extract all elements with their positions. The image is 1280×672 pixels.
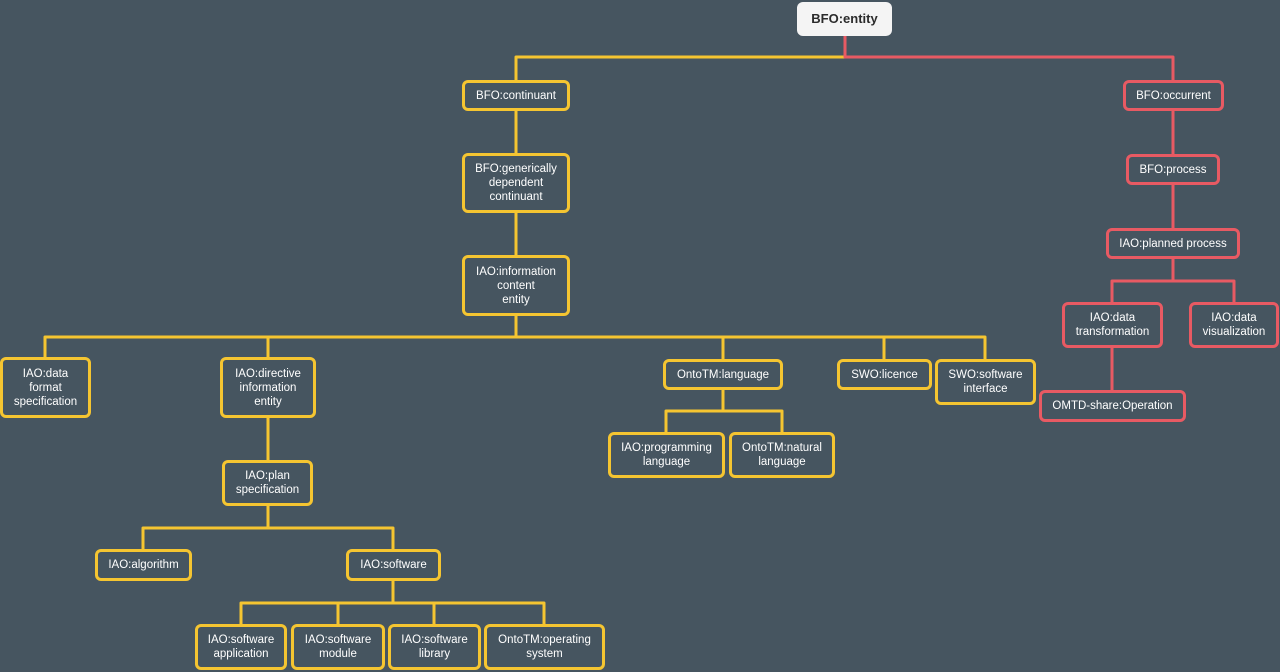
edge-entity-occurrent [843, 36, 1175, 80]
node-bfo-process[interactable]: BFO:process [1126, 154, 1220, 185]
edge-plan-software [268, 526, 395, 549]
edge-planned-visualization [1173, 279, 1236, 302]
node-bfo-entity[interactable]: BFO:entity [797, 2, 892, 36]
node-iao-software-library[interactable]: IAO:software library [388, 624, 481, 670]
node-iao-data-transformation[interactable]: IAO:data transformation [1062, 302, 1163, 348]
node-swo-licence[interactable]: SWO:licence [837, 359, 932, 390]
node-iao-data-visualization[interactable]: IAO:data visualization [1189, 302, 1279, 348]
node-bfo-occurrent[interactable]: BFO:occurrent [1123, 80, 1224, 111]
edge-entity-continuant [514, 36, 847, 80]
edge-software-operating-system [434, 601, 546, 624]
edge-ice-language [516, 335, 725, 359]
node-iao-data-format-specification[interactable]: IAO:data format specification [0, 357, 91, 418]
edge-software-application [239, 581, 395, 624]
node-iao-programming-language[interactable]: IAO:programming language [608, 432, 725, 478]
node-ontotm-natural-language[interactable]: OntoTM:natural language [729, 432, 835, 478]
node-iao-algorithm[interactable]: IAO:algorithm [95, 549, 192, 581]
node-iao-directive-information-entity[interactable]: IAO:directive information entity [220, 357, 316, 418]
node-iao-software-module[interactable]: IAO:software module [291, 624, 385, 670]
edge-ice-software-interface [884, 335, 987, 359]
node-iao-plan-specification[interactable]: IAO:plan specification [222, 460, 313, 506]
node-iao-information-content-entity[interactable]: IAO:information content entity [462, 255, 570, 316]
node-omtd-share-operation[interactable]: OMTD-share:Operation [1039, 390, 1186, 422]
edge-language-natural [723, 409, 784, 432]
node-iao-software[interactable]: IAO:software [346, 549, 441, 581]
node-bfo-continuant[interactable]: BFO:continuant [462, 80, 570, 111]
edge-software-library [393, 601, 436, 624]
edge-software-module [336, 601, 393, 624]
edge-ice-licence [723, 335, 886, 359]
node-ontotm-operating-system[interactable]: OntoTM:operating system [484, 624, 605, 670]
edge-language-programming [664, 390, 725, 432]
node-swo-software-interface[interactable]: SWO:software interface [935, 359, 1036, 405]
node-bfo-generically-dependent-continuant[interactable]: BFO:generically dependent continuant [462, 153, 570, 213]
node-iao-software-application[interactable]: IAO:software application [195, 624, 287, 670]
node-iao-planned-process[interactable]: IAO:planned process [1106, 228, 1240, 259]
node-ontotm-language[interactable]: OntoTM:language [663, 359, 783, 390]
edge-planned-transformation [1110, 259, 1175, 302]
edge-plan-algorithm [141, 506, 270, 549]
edge-ice-directive [266, 335, 516, 357]
